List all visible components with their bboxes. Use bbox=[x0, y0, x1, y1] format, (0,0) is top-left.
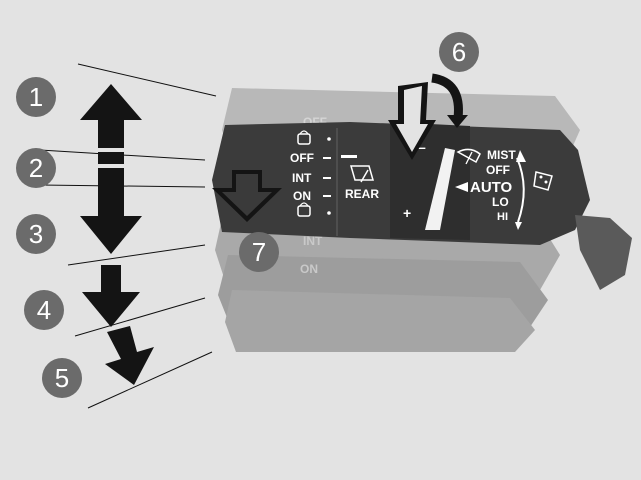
windshield-wiper-icon bbox=[456, 148, 481, 165]
detent-dash bbox=[323, 177, 331, 179]
rear-label: REAR bbox=[345, 187, 379, 201]
svg-text:3: 3 bbox=[29, 219, 43, 249]
leader-line-4 bbox=[67, 244, 206, 266]
rotate-ring-arrow-icon bbox=[388, 73, 468, 160]
down-arrow-step-2-icon bbox=[82, 265, 140, 327]
leader-line-1 bbox=[77, 63, 217, 97]
detent-dash bbox=[323, 195, 331, 197]
callout-3: 3 bbox=[16, 214, 56, 254]
callout-4: 4 bbox=[24, 290, 64, 330]
selected-mode-pointer bbox=[455, 182, 468, 192]
wiper-mode-mist: MIST bbox=[487, 148, 516, 162]
callout-2: 2 bbox=[16, 148, 56, 188]
callout-6: 6 bbox=[439, 32, 479, 72]
callout-7: 7 bbox=[239, 232, 279, 272]
arrow-shaft-segment bbox=[98, 152, 124, 164]
hi-down-arrow-icon bbox=[515, 222, 522, 230]
leader-line-6 bbox=[87, 351, 213, 409]
svg-text:7: 7 bbox=[252, 237, 266, 267]
svg-text:2: 2 bbox=[29, 153, 43, 183]
leader-lines bbox=[39, 63, 217, 409]
pull-down-arrow-inner bbox=[222, 174, 272, 216]
wiper-mode-auto: AUTO bbox=[470, 179, 513, 196]
svg-text:5: 5 bbox=[55, 363, 69, 393]
wiper-mode-off: OFF bbox=[486, 163, 510, 177]
ghost-on-label: ON bbox=[300, 262, 318, 276]
up-arrow-icon bbox=[80, 84, 142, 148]
front-off-label: OFF bbox=[290, 151, 314, 165]
front-int-label: INT bbox=[292, 171, 312, 185]
mode-rotation-arc bbox=[516, 157, 525, 223]
wiper-sensitivity-icon bbox=[533, 171, 553, 191]
lever-stalk bbox=[575, 215, 632, 290]
down-arrow-step-3-icon bbox=[105, 326, 154, 385]
callout-5: 5 bbox=[42, 358, 82, 398]
rear-wiper-icon bbox=[350, 165, 374, 183]
detent-dot bbox=[327, 211, 331, 215]
wiper-mode-hi: HI bbox=[497, 211, 508, 223]
ring-gradient-indicator bbox=[425, 148, 455, 230]
movement-arrows bbox=[80, 84, 282, 385]
callout-1: 1 bbox=[16, 77, 56, 117]
mist-up-arrow-icon bbox=[516, 150, 526, 162]
leader-line-5 bbox=[74, 297, 206, 337]
plus-sign: + bbox=[403, 205, 411, 221]
svg-text:6: 6 bbox=[452, 37, 466, 67]
ghost-int-label: INT bbox=[303, 234, 323, 248]
wiper-lever[interactable]: OFF INT ON REAR – + MIST OFF AUTO LO bbox=[212, 122, 632, 290]
rear-washer-icon-bottom bbox=[297, 202, 311, 217]
rear-washer-icon bbox=[297, 130, 311, 145]
svg-text:4: 4 bbox=[37, 295, 51, 325]
down-arrow-icon bbox=[80, 168, 142, 254]
wiper-mode-lo: LO bbox=[492, 195, 509, 209]
front-on-label: ON bbox=[293, 189, 311, 203]
svg-text:1: 1 bbox=[29, 82, 43, 112]
position-bar bbox=[341, 155, 357, 158]
detent-dot bbox=[327, 137, 331, 141]
minus-sign: – bbox=[418, 139, 426, 155]
detent-dash bbox=[323, 157, 331, 159]
ghost-lever-down-3 bbox=[225, 290, 535, 352]
